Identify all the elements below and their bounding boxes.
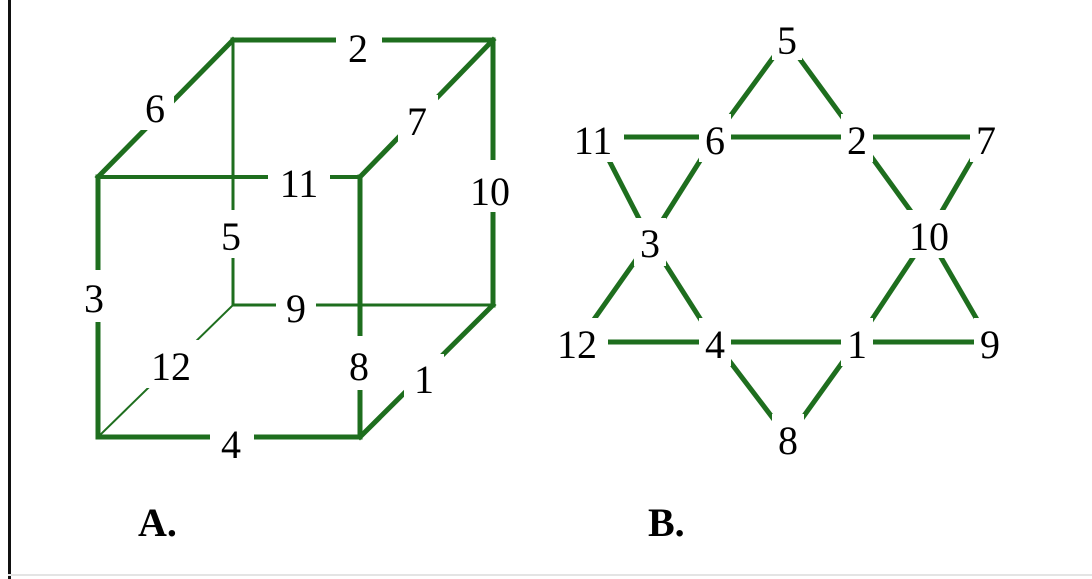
cube-label-6: 6 bbox=[145, 86, 165, 131]
bottom-border-line bbox=[8, 574, 1092, 576]
star-node-12: 12 bbox=[557, 322, 597, 367]
caption-b: B. bbox=[648, 500, 685, 545]
cube-label-3: 3 bbox=[84, 276, 104, 321]
star-node-7: 7 bbox=[976, 118, 996, 163]
cube-label-10: 10 bbox=[470, 169, 510, 214]
star-node-1: 1 bbox=[847, 322, 867, 367]
figure-a-cube: 2 6 7 10 11 5 3 9 12 8 1 4 A. bbox=[74, 22, 522, 545]
figure-b-star: 5 11 6 2 7 3 10 12 4 1 9 8 B. bbox=[546, 12, 1006, 545]
star-node-2: 2 bbox=[847, 118, 867, 163]
star-node-4: 4 bbox=[705, 322, 725, 367]
star-node-5: 5 bbox=[777, 18, 797, 63]
star-node-8: 8 bbox=[778, 418, 798, 463]
cube-label-7: 7 bbox=[407, 99, 427, 144]
cube-label-8: 8 bbox=[349, 344, 369, 389]
cube-label-5: 5 bbox=[221, 214, 241, 259]
star-node-9: 9 bbox=[980, 322, 1000, 367]
star-node-11: 11 bbox=[574, 118, 613, 163]
star-node-3: 3 bbox=[640, 221, 660, 266]
cube-label-4: 4 bbox=[221, 422, 241, 467]
cube-label-12: 12 bbox=[151, 344, 191, 389]
left-border-line bbox=[8, 0, 11, 579]
caption-a: A. bbox=[138, 500, 177, 545]
star-node-6: 6 bbox=[705, 118, 725, 163]
cube-label-1: 1 bbox=[414, 357, 434, 402]
cube-label-2: 2 bbox=[348, 26, 368, 71]
star-node-10: 10 bbox=[909, 214, 949, 259]
cube-label-11: 11 bbox=[280, 161, 319, 206]
cube-label-9: 9 bbox=[286, 286, 306, 331]
